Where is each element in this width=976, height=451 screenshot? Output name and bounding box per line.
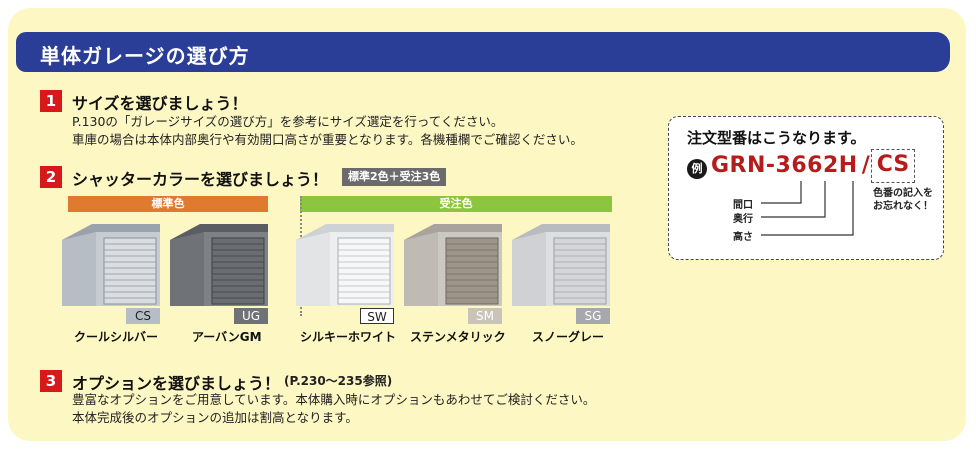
code-badge-cs: CS xyxy=(126,308,160,324)
step2-number: 2 xyxy=(40,166,62,188)
step1-text-line1: P.130の「ガレージサイズの選び方」を参考にサイズ選定を行ってください。 xyxy=(72,114,504,129)
step3-number: 3 xyxy=(40,370,62,392)
color-name-cs: クールシルバー xyxy=(74,330,159,344)
garage-sg-image xyxy=(510,222,612,306)
section-header: 単体ガレージの選び方 xyxy=(16,32,950,72)
order-color-bar: 受注色 xyxy=(300,196,612,212)
garage-cs-image xyxy=(60,222,162,306)
height-label: 高さ xyxy=(733,232,753,243)
color-name-ug: アーバンGM xyxy=(192,330,262,344)
code-badge-sg: SG xyxy=(576,308,610,324)
color-name-sw: シルキーホワイト xyxy=(300,330,397,344)
color-count-tag: 標準2色＋受注3色 xyxy=(342,168,447,186)
width-label: 間口 xyxy=(733,200,753,211)
garage-ug-image xyxy=(168,222,270,306)
step3-text-line2: 本体完成後のオプションの追加は割高となります。 xyxy=(72,410,358,425)
example-mark: 例 xyxy=(687,159,707,179)
code-badge-sw: SW xyxy=(360,308,394,324)
color-name-sm: ステンメタリック xyxy=(410,330,506,344)
garage-sw-image xyxy=(294,222,396,306)
step1-text-line2: 車庫の場合は本体内部奥行や有効開口高さが重要となります。各機種欄でご確認ください… xyxy=(72,132,583,147)
step1-number: 1 xyxy=(40,90,62,112)
standard-color-bar: 標準色 xyxy=(68,196,268,212)
order-number-box: 注文型番はこうなります。 例 GRN-3662H/ CS 間口 奥行 高さ 色番… xyxy=(668,116,944,260)
step3-text-line1: 豊富なオプションをご用意しています。本体購入時にオプションもあわせてご検討くださ… xyxy=(72,392,596,407)
color-name-sg: スノーグレー xyxy=(532,330,605,344)
step1-title: サイズを選びましょう！ xyxy=(72,94,248,113)
code-badge-sm: SM xyxy=(468,308,502,324)
color-reminder-note: 色番の記入をお忘れなく！ xyxy=(873,188,933,212)
code-leader-lines xyxy=(761,181,854,236)
step2-title: シャッターカラーを選びましょう！ xyxy=(72,170,329,189)
order-title: 注文型番はこうなります。 xyxy=(687,129,866,147)
section-title: 単体ガレージの選び方 xyxy=(40,44,250,68)
model-slash: / xyxy=(861,153,871,178)
model-number: GRN-3662H/ xyxy=(711,153,870,178)
model-code: GRN-3662H xyxy=(711,153,858,178)
garage-sm-image xyxy=(402,222,504,306)
step3-title: オプションを選びましょう！ xyxy=(72,374,281,393)
depth-label: 奥行 xyxy=(733,214,753,225)
code-badge-ug: UG xyxy=(234,308,268,324)
step3-reference: (P.230～235参照) xyxy=(284,374,393,388)
model-color-code: CS xyxy=(871,149,915,183)
